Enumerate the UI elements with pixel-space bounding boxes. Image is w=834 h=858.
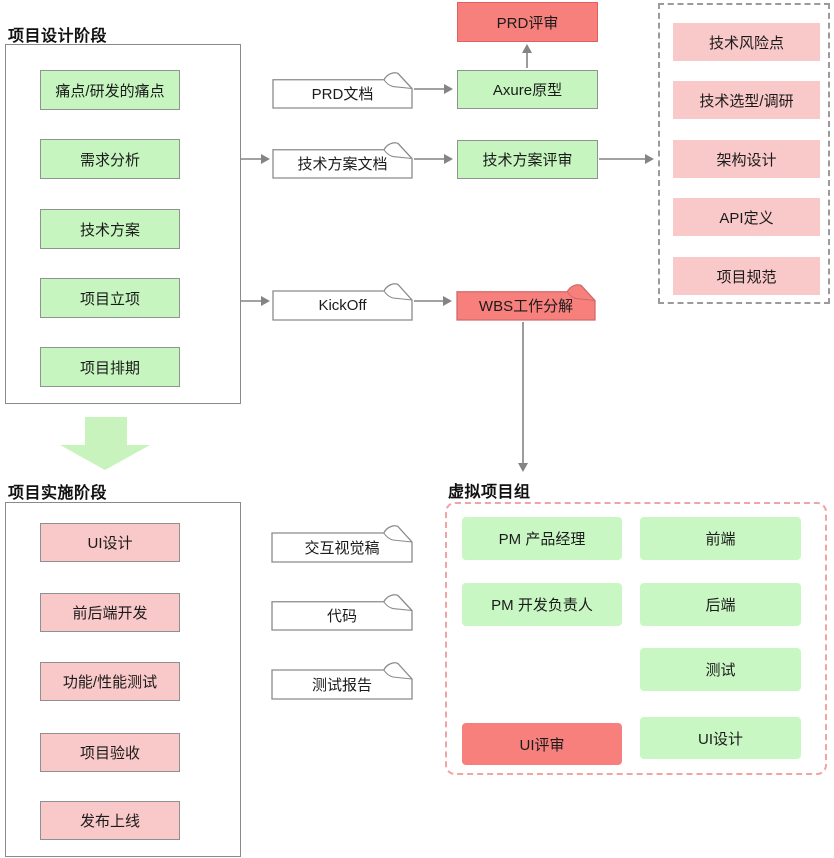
- node-pm-product: PM 产品经理: [462, 517, 622, 560]
- doc-wbs-breakdown: WBS工作分解: [456, 282, 596, 321]
- node-pain-points: 痛点/研发的痛点: [40, 70, 180, 110]
- doc-interaction-visual-draft: 交互视觉稿: [271, 523, 413, 563]
- node-frontend: 前端: [640, 517, 801, 560]
- design-phase-title: 项目设计阶段: [8, 28, 108, 45]
- document-shape-icon: [272, 283, 413, 321]
- impl-phase-container: [5, 502, 241, 857]
- doc-prd: PRD文档: [272, 70, 413, 109]
- document-shape-icon: [272, 72, 413, 109]
- node-api-definition: API定义: [673, 198, 820, 236]
- node-requirement-analysis: 需求分析: [40, 139, 180, 179]
- node-project-spec: 项目规范: [673, 257, 820, 295]
- node-project-acceptance: 项目验收: [40, 733, 180, 772]
- node-release: 发布上线: [40, 801, 180, 840]
- virtual-team-container: [445, 502, 827, 775]
- doc-kickoff: KickOff: [272, 281, 413, 321]
- document-shape-icon: [271, 525, 413, 563]
- impl-phase-title: 项目实施阶段: [8, 485, 108, 502]
- node-risk-points: 技术风险点: [673, 23, 820, 61]
- document-shape-icon: [456, 284, 596, 321]
- node-architecture-design: 架构设计: [673, 140, 820, 178]
- design-phase-container: [5, 44, 241, 404]
- node-func-perf-test: 功能/性能测试: [40, 662, 180, 701]
- node-axure-prototype: Axure原型: [457, 70, 598, 109]
- virtual-team-title: 虚拟项目组: [448, 484, 531, 501]
- node-pm-dev-lead: PM 开发负责人: [462, 583, 622, 626]
- node-tech-plan-review: 技术方案评审: [457, 140, 598, 179]
- node-project-schedule: 项目排期: [40, 347, 180, 387]
- document-shape-icon: [272, 142, 413, 179]
- node-qa: 测试: [640, 648, 801, 691]
- node-project-approval: 项目立项: [40, 278, 180, 318]
- node-tech-selection: 技术选型/调研: [673, 81, 820, 119]
- document-shape-icon: [271, 594, 413, 631]
- node-ui-design: UI设计: [40, 523, 180, 562]
- node-fullstack-dev: 前后端开发: [40, 593, 180, 632]
- node-backend: 后端: [640, 583, 801, 626]
- doc-tech-plan: 技术方案文档: [272, 140, 413, 179]
- tech-outputs-container: [658, 3, 830, 304]
- node-team-ui-design: UI设计: [640, 717, 801, 759]
- phase-transition-block-arrow-icon: [60, 417, 150, 470]
- node-prd-review: PRD评审: [457, 2, 598, 42]
- node-tech-plan: 技术方案: [40, 209, 180, 249]
- doc-test-report: 测试报告: [271, 660, 413, 700]
- doc-code: 代码: [271, 592, 413, 631]
- document-shape-icon: [271, 662, 413, 700]
- node-ui-review: UI评审: [462, 723, 622, 765]
